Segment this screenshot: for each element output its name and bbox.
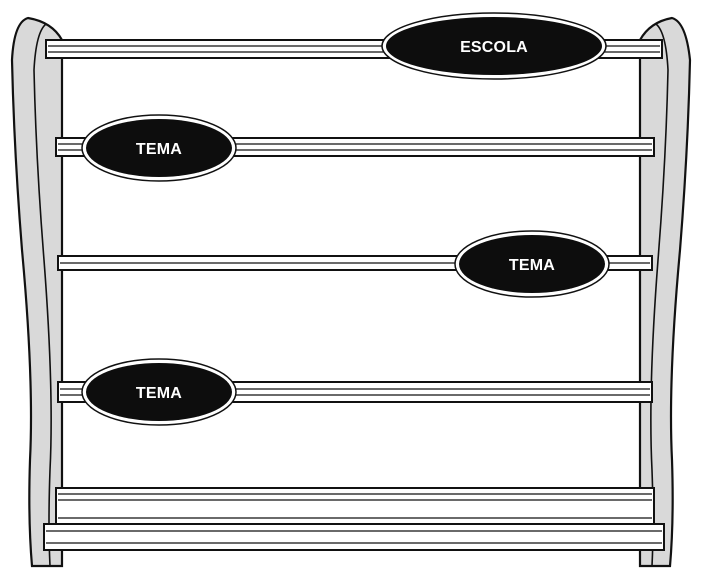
label-theme-2: TEMA: [454, 230, 610, 298]
label-theme-2-text: TEMA: [509, 257, 555, 274]
label-school: ESCOLA: [381, 12, 607, 80]
label-theme-1-text: TEMA: [136, 141, 182, 158]
label-theme-1: TEMA: [81, 114, 237, 182]
label-theme-3-text: TEMA: [136, 385, 182, 402]
label-theme-3: TEMA: [81, 358, 237, 426]
left-side-panel-inner-edge: [33, 23, 52, 567]
shelf-base: [43, 487, 665, 551]
left-side-panel: [10, 16, 64, 568]
label-school-text: ESCOLA: [460, 39, 528, 56]
right-side-panel: [638, 16, 692, 568]
